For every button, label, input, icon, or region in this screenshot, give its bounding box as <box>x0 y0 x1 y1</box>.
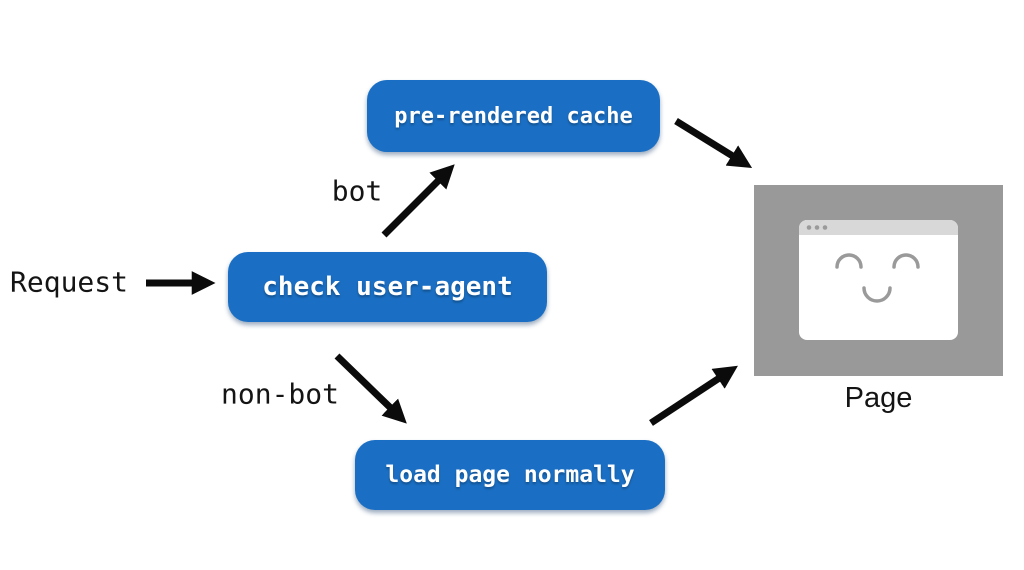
edge-label-bot: bot <box>331 174 383 208</box>
node-pre-rendered-cache: pre-rendered cache <box>367 80 660 152</box>
browser-window-icon <box>799 220 958 340</box>
page-thumbnail <box>754 185 1003 376</box>
edge-label-non-bot: non-bot <box>220 377 340 411</box>
node-load-page-normally: load page normally <box>355 440 665 510</box>
request-label: Request <box>10 265 129 299</box>
page-label: Page <box>844 382 913 414</box>
arrow-load-to-page <box>649 365 738 426</box>
arrow-check-to-cache <box>381 164 455 238</box>
arrow-cache-to-page <box>674 118 753 169</box>
window-dots-icon <box>806 225 828 230</box>
arrow-check-to-load <box>334 353 407 424</box>
smiley-face-icon <box>835 253 920 303</box>
page-figure: Page <box>754 185 1003 415</box>
node-check-user-agent: check user-agent <box>228 252 547 322</box>
